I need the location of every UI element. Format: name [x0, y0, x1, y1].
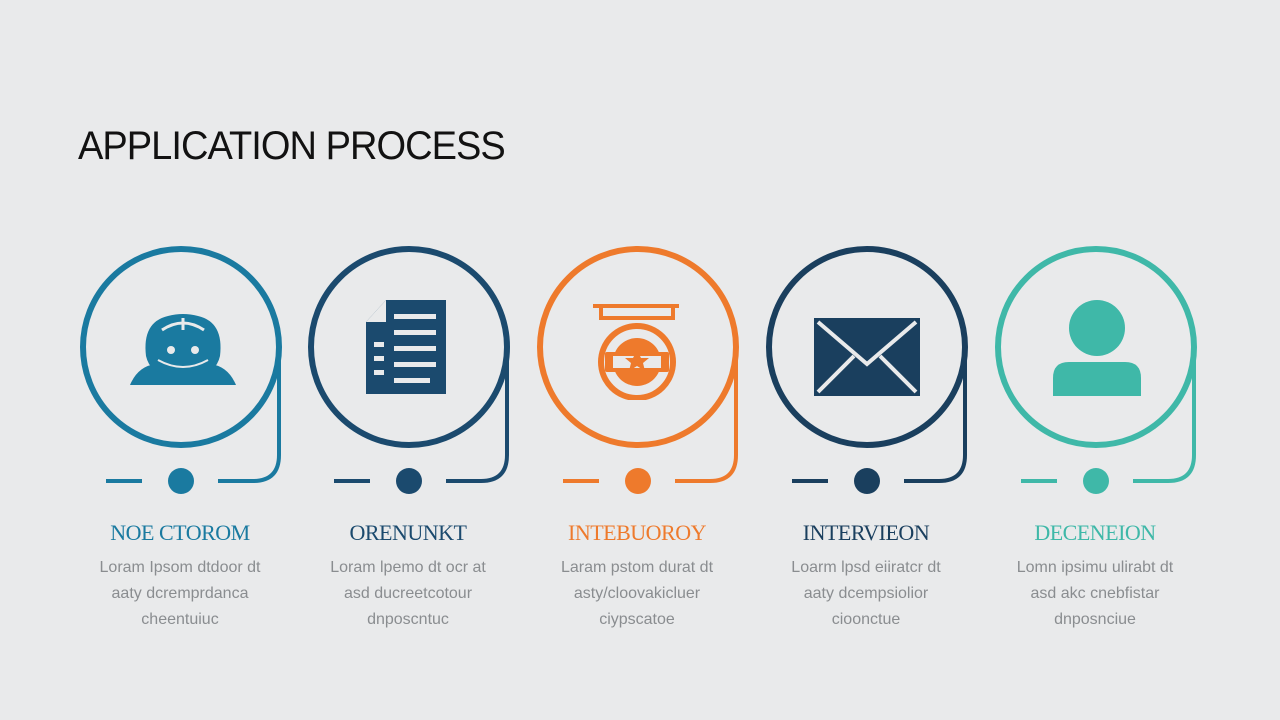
step-5: DECENEION Lomn ipsimu ulirabt dt asd akc…	[995, 230, 1235, 650]
step-3: INTEBUOROY Laram pstom durat dt asty/clo…	[537, 230, 777, 650]
step-desc-line: cheentuiuc	[141, 611, 219, 628]
step-desc-line: dnposcntuc	[367, 611, 449, 628]
step-desc-line: Lomn ipsimu ulirabt dt	[1016, 559, 1174, 576]
step-label: INTERVIEON	[802, 520, 930, 545]
step-desc-line: Laram pstom durat dt	[560, 559, 714, 576]
step-desc-line: asty/cloovakicluer	[573, 585, 701, 602]
step-2: ORENUNKT Loram lpemo dt ocr at asd ducre…	[308, 230, 548, 650]
step-label: ORENUNKT	[349, 520, 468, 545]
step-description: Lomn ipsimu ulirabt dt asd akc cnebfista…	[995, 555, 1195, 633]
badge-icon	[593, 304, 679, 400]
step-desc-line: Loram lpemo dt ocr at	[330, 559, 486, 576]
step-desc-line: aaty dcempsiolior	[803, 585, 929, 602]
page-title: APPLICATION PROCESS	[78, 124, 506, 168]
step-desc-line: cioonctue	[831, 611, 901, 628]
step-ring	[308, 246, 510, 494]
user-icon	[1053, 300, 1141, 396]
step-description: Laram pstom durat dt asty/cloovakicluer …	[537, 555, 737, 633]
step-desc-line: asd ducreetcotour	[343, 585, 473, 602]
step-ring	[80, 246, 282, 494]
step-desc-line: dnposnciue	[1054, 611, 1136, 628]
step-desc-line: asd akc cnebfistar	[1030, 585, 1160, 602]
step-description: Loram Ipsom dtdoor dt aaty dcremprdanca …	[80, 555, 280, 633]
step-label: DECENEION	[1034, 520, 1156, 545]
step-label: INTEBUOROY	[568, 520, 707, 545]
step-desc-line: ciypscatoe	[599, 611, 675, 628]
step-ring	[995, 246, 1197, 494]
step-4: INTERVIEON Loarm lpsd eiiratcr dt aaty d…	[766, 230, 1006, 650]
step-desc-line: Loram Ipsom dtdoor dt	[99, 559, 261, 576]
step-desc-line: Loarm lpsd eiiratcr dt	[791, 559, 941, 576]
step-ring	[537, 246, 739, 494]
people-icon	[130, 314, 236, 385]
step-1: NOE CTOROM Loram Ipsom dtdoor dt aaty dc…	[80, 230, 320, 650]
step-description: Loram lpemo dt ocr at asd ducreetcotour …	[308, 555, 508, 633]
step-label: NOE CTOROM	[110, 520, 250, 545]
envelope-icon	[814, 318, 920, 396]
step-desc-line: aaty dcremprdanca	[111, 585, 249, 602]
step-description: Loarm lpsd eiiratcr dt aaty dcempsiolior…	[766, 555, 966, 633]
step-ring	[766, 246, 968, 494]
document-icon	[366, 300, 446, 394]
